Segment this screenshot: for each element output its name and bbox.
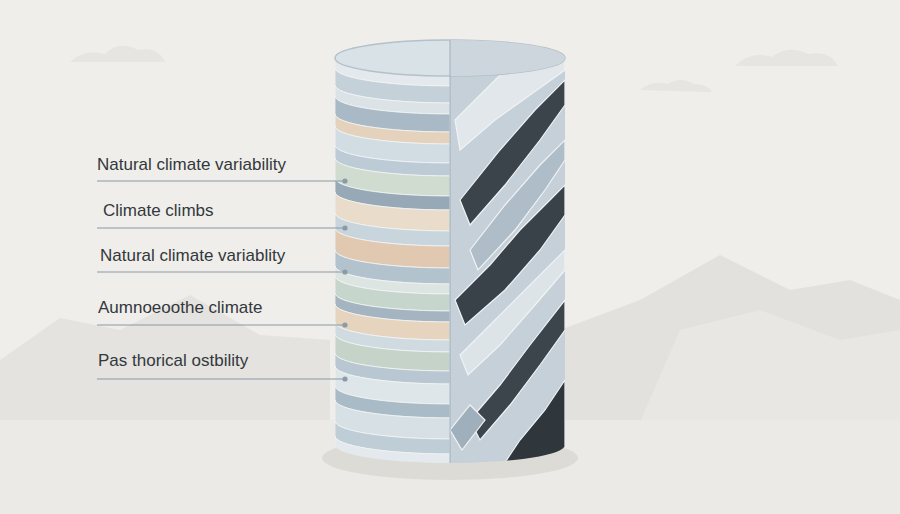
- leader-lines: [97, 179, 347, 381]
- layer-label: Aumnoeoothe climate: [98, 298, 262, 318]
- layer-label: Natural climate variablity: [100, 246, 285, 266]
- core-cylinder: [335, 40, 570, 492]
- layer-label: Natural climate variability: [97, 155, 286, 175]
- layer-label: Climate climbs: [103, 201, 214, 221]
- layer-label: Pas thorical ostbility: [98, 351, 248, 371]
